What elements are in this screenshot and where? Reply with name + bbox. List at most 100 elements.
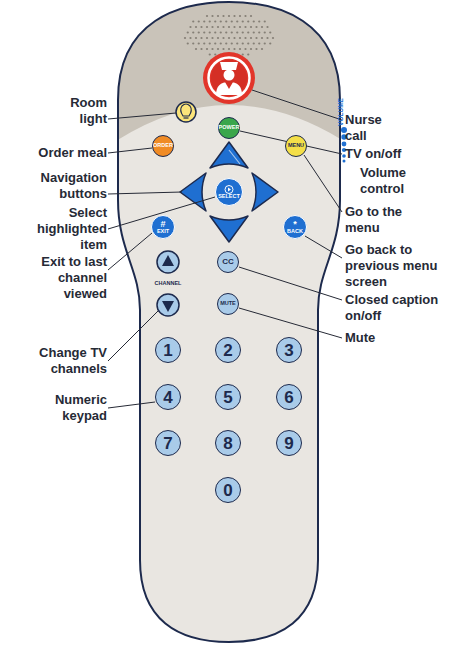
channel-down-button [157,294,179,316]
speaker-hole [184,37,186,39]
caption-button: CC [217,251,239,273]
speaker-hole [242,53,244,55]
nurse-body [216,82,242,95]
callout-label: Mute [345,330,405,346]
speaker-hole [209,20,211,22]
nav-right-arrow [252,173,278,211]
power-button-text: POWER [219,125,240,131]
speaker-hole [203,42,205,44]
leader-line [239,308,342,338]
speaker-hole [195,26,197,28]
leader-line [108,311,158,361]
nav-up-arrow [210,142,248,168]
speaker-hole [209,31,211,33]
channel-up-icon [162,255,174,266]
speaker-hole [258,31,260,33]
leader-lines [108,90,342,408]
speaker-hole [247,31,249,33]
speaker-hole [200,37,202,39]
speaker-hole [228,26,230,28]
arrow-highlight [229,150,240,164]
nav-left-arrow [180,173,206,211]
speaker-hole [198,31,200,33]
play-icon [224,185,234,194]
speaker-hole [214,53,216,55]
speaker-hole [192,42,194,44]
speaker-hole [253,31,255,33]
speaker-hole [220,42,222,44]
callout-label: Closed caption on/off [345,292,451,324]
number-key-text: 7 [163,435,172,452]
speaker-hole [211,26,213,28]
speaker-hole [261,37,263,39]
speaker-hole [242,31,244,33]
callout-label: Room light [62,95,107,127]
room-light-button [176,102,196,122]
nav-down-arrow [210,216,248,242]
leader-line [108,192,182,194]
speaker-hole [261,26,263,28]
number-key: 7 [155,430,181,456]
bulb-base [184,117,189,118]
order-button-text: ORDER [153,143,173,149]
caption-button-text: CC [222,258,234,266]
channel-text: CHANNEL [143,280,193,287]
speaker-hole [244,15,246,17]
speaker-hole [225,42,227,44]
power-button: POWER [218,117,240,139]
number-key-text: 2 [223,342,232,359]
number-key: 3 [276,337,302,363]
speaker-hole [253,20,255,22]
speaker-hole [236,42,238,44]
remote-outline [118,2,340,642]
number-key: 0 [215,477,241,503]
speaker-hole [255,37,257,39]
speaker-hole [231,20,233,22]
speaker-hole [189,26,191,28]
speaker-hole [222,26,224,28]
leader-line [304,155,342,212]
speaker-grille [184,15,274,56]
speaker-hole [211,48,213,50]
speaker-hole [192,31,194,33]
speaker-hole [220,20,222,22]
speaker-hole [217,15,219,17]
number-key-text: 3 [284,342,293,359]
speaker-hole [233,15,235,17]
callout-label: Change TV channels [27,345,107,377]
channel-down-icon [162,301,174,312]
speaker-hole [239,37,241,39]
speaker-hole [206,48,208,50]
callout-label: Select highlighted item [22,205,107,253]
speaker-hole [217,48,219,50]
leader-line [108,402,155,408]
exit-button-text: # [160,220,165,229]
speaker-hole [228,48,230,50]
speaker-hole [225,31,227,33]
speaker-hole [247,20,249,22]
speaker-hole [255,48,257,50]
speaker-hole [247,42,249,44]
speaker-panel [110,0,350,145]
callout-label: Go back to previous menu screen [345,242,451,290]
number-key-text: 0 [223,482,232,499]
speaker-hole [217,26,219,28]
speaker-hole [206,37,208,39]
number-key-text: 4 [163,389,172,406]
number-key: 4 [155,384,181,410]
speaker-hole [222,37,224,39]
callout-label: Numeric keypad [37,392,107,424]
speaker-hole [231,31,233,33]
back-button-text: BACK [287,229,303,235]
speaker-hole [242,42,244,44]
speaker-hole [239,15,241,17]
speaker-hole [250,26,252,28]
speaker-hole [264,20,266,22]
exit-button: #EXIT [151,215,175,239]
nurse-collar [225,82,233,89]
speaker-hole [247,53,249,55]
leader-line [108,197,215,229]
speaker-hole [272,37,274,39]
back-button: *BACK [283,215,307,239]
